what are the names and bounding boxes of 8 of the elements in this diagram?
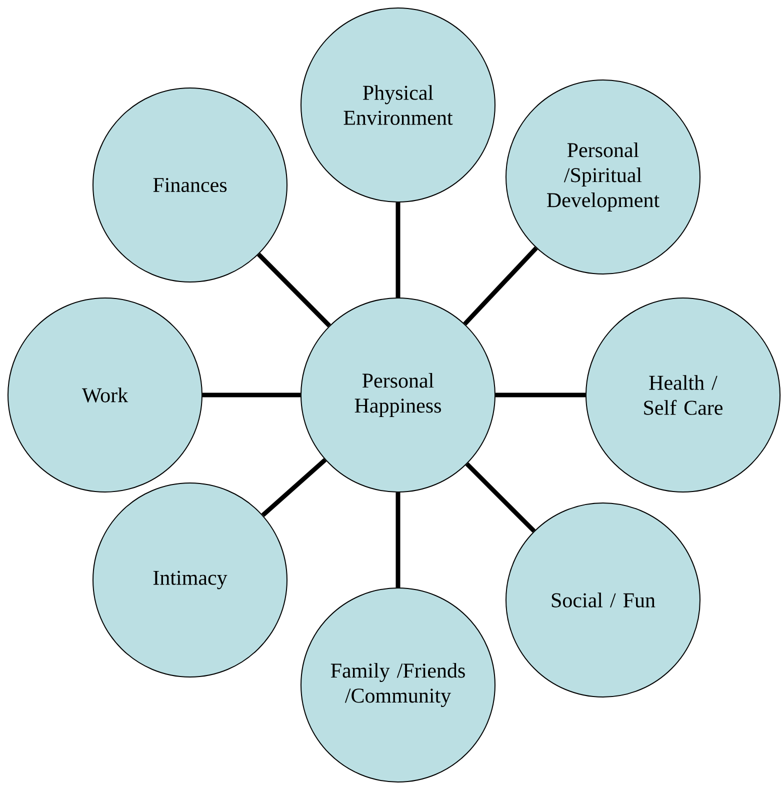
connector-line (463, 246, 538, 326)
connector-line (496, 392, 586, 398)
connector-line (261, 458, 327, 517)
connector-line (465, 462, 536, 533)
connector-line (396, 492, 400, 588)
connector-line (396, 202, 400, 298)
connector-line (202, 392, 300, 398)
connector-line (257, 252, 331, 328)
